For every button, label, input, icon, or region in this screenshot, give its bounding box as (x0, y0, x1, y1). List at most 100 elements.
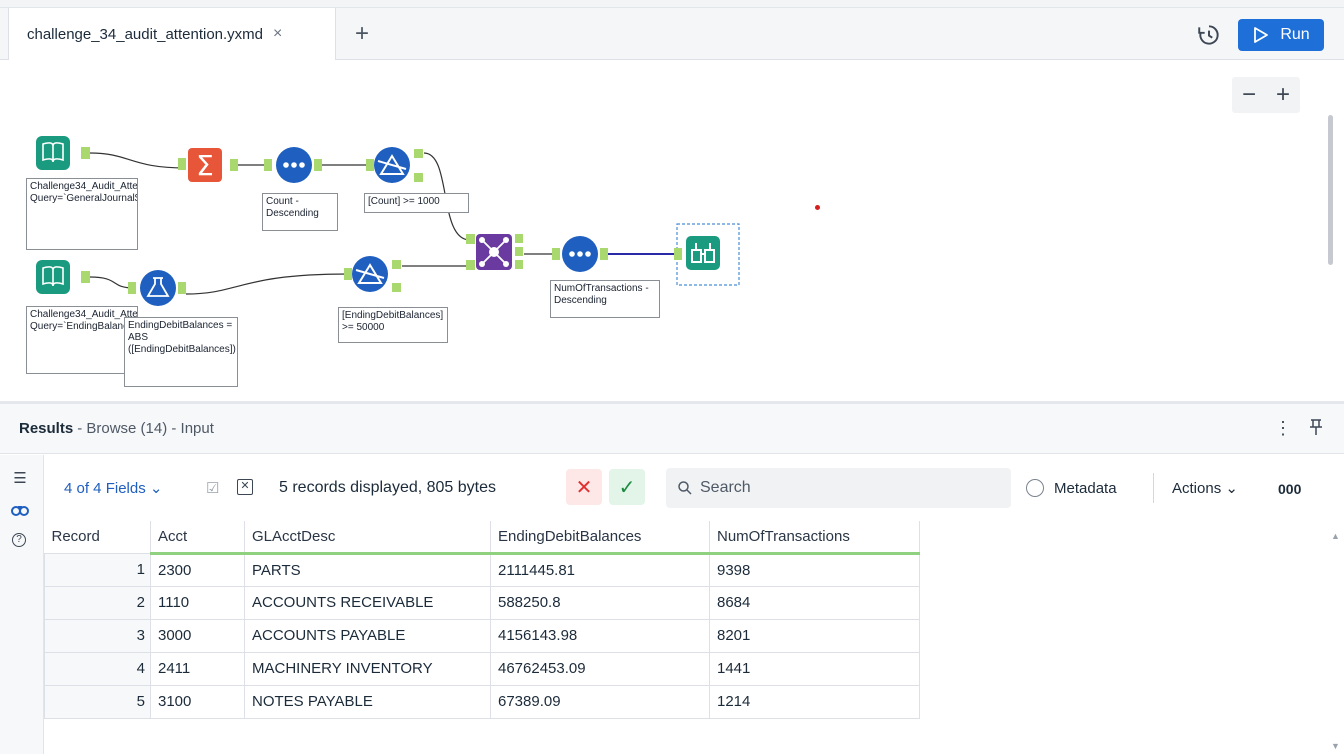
summarize-tool: Σ (178, 148, 238, 182)
endingdebitbalances-cell: 588250.8 (490, 585, 710, 620)
connection-formula-filter2 (185, 273, 349, 295)
join-tool (466, 234, 523, 270)
number-format-label[interactable]: 000 (1278, 481, 1302, 497)
add-tab-button[interactable]: + (354, 20, 369, 47)
glacctdesc-cell: PARTS (244, 552, 491, 587)
filter-tool-1 (366, 147, 423, 183)
acct-cell: 1110 (150, 585, 245, 620)
table-row[interactable]: 5 3100 NOTES PAYABLE 67389.09 1214 (44, 684, 920, 719)
help-icon[interactable]: ? (12, 533, 26, 547)
records-summary: 5 records displayed, 805 bytes (279, 479, 497, 496)
metadata-radio[interactable] (1026, 479, 1044, 497)
results-toolbar: 4 of 4 Fields ⌄ ☑ ✕ 5 records displayed,… (44, 455, 1344, 520)
chevron-down-icon: ⌄ (1225, 480, 1238, 497)
record-cell: 4 (44, 651, 151, 686)
acct-cell: 2300 (150, 552, 245, 587)
column-header-record[interactable]: Record (44, 521, 151, 554)
numoftransactions-cell: 1441 (709, 651, 920, 686)
canvas-scrollbar[interactable] (1328, 115, 1333, 265)
table-row[interactable]: 3 3000 ACCOUNTS PAYABLE 4156143.98 8201 (44, 618, 920, 653)
svg-text:Σ: Σ (196, 149, 214, 182)
table-row[interactable]: 4 2411 MACHINERY INVENTORY 46762453.09 1… (44, 651, 920, 686)
workflow-diagram: Σ (36, 136, 740, 306)
results-side-toolbar: ☰ ? (0, 455, 44, 754)
scroll-down-icon[interactable]: ▼ (1331, 741, 1340, 751)
cancel-button[interactable]: ✕ (566, 469, 602, 505)
sort-tool-1 (264, 147, 322, 183)
pin-icon[interactable] (1309, 418, 1323, 436)
deselect-x-icon[interactable]: ✕ (237, 479, 253, 495)
table-row[interactable]: 1 2300 PARTS 2111445.81 9398 (44, 552, 920, 587)
input-data-tool-2 (36, 260, 90, 294)
input2-annotation: Challenge34_Audit_Attention.xlsx Query=`… (26, 306, 138, 374)
endingdebitbalances-cell: 4156143.98 (490, 618, 710, 653)
acct-cell: 2411 (150, 651, 245, 686)
select-check-icon[interactable]: ☑ (206, 480, 220, 497)
workflow-canvas[interactable]: − + Σ (0, 60, 1344, 412)
endingdebitbalances-cell: 46762453.09 (490, 651, 710, 686)
apply-button[interactable]: ✓ (609, 469, 645, 505)
column-header-acct[interactable]: Acct (150, 521, 245, 555)
grid-scrollbar[interactable]: ▲ ▼ (1328, 521, 1344, 754)
canvas-marker (815, 205, 820, 210)
results-header: Results - Browse (14) - Input (0, 404, 1344, 454)
actions-label: Actions (1172, 480, 1222, 497)
connection-input1-summarize (89, 152, 187, 169)
record-cell: 5 (44, 684, 151, 719)
endingdebitbalances-cell: 2111445.81 (490, 552, 710, 587)
results-subtitle: - Browse (14) - Input (77, 420, 214, 437)
formula-tool (128, 270, 186, 306)
input-data-tool-1 (36, 136, 90, 170)
record-cell: 3 (44, 618, 151, 653)
run-button[interactable]: Run (1238, 19, 1324, 51)
fields-dropdown[interactable]: 4 of 4 Fields ⌄ (64, 479, 162, 497)
history-icon[interactable] (1196, 22, 1222, 48)
metadata-toggle[interactable]: Metadata (1026, 479, 1117, 497)
chevron-down-icon: ⌄ (149, 480, 163, 497)
results-panel: Results - Browse (14) - Input ⋮ ☰ ? 4 of… (0, 401, 1344, 754)
glacctdesc-cell: MACHINERY INVENTORY (244, 651, 491, 686)
zoom-in-button[interactable]: + (1275, 81, 1290, 108)
toolbar-divider (1153, 473, 1154, 503)
record-cell: 2 (44, 585, 151, 620)
tab-workflow[interactable]: challenge_34_audit_attention.yxmd × (8, 8, 336, 60)
run-label: Run (1280, 26, 1310, 43)
table-header-row: Record Acct GLAcctDesc EndingDebitBalanc… (44, 521, 920, 555)
numoftransactions-cell: 8684 (709, 585, 920, 620)
search-icon (678, 481, 692, 495)
sort2-annotation: NumOfTransactions - Descending (550, 280, 660, 318)
numoftransactions-cell: 1214 (709, 684, 920, 719)
close-icon[interactable]: × (273, 25, 283, 42)
numoftransactions-cell: 9398 (709, 552, 920, 587)
results-title: Results (19, 420, 74, 437)
more-options-icon[interactable]: ⋮ (1274, 418, 1292, 438)
zoom-controls: − + (1232, 77, 1300, 113)
record-cell: 1 (44, 552, 151, 587)
glacctdesc-cell: NOTES PAYABLE (244, 684, 491, 719)
tab-bar: challenge_34_audit_attention.yxmd × + Ru… (0, 8, 1344, 60)
table-row[interactable]: 2 1110 ACCOUNTS RECEIVABLE 588250.8 8684 (44, 585, 920, 620)
browse-tool (674, 223, 740, 286)
column-header-numoftransactions[interactable]: NumOfTransactions (709, 521, 920, 555)
input1-annotation: Challenge34_Audit_Attention.xlsx Query=`… (26, 178, 138, 250)
zoom-out-button[interactable]: − (1241, 81, 1256, 108)
actions-dropdown[interactable]: Actions ⌄ (1172, 479, 1238, 497)
column-header-endingdebitbalances[interactable]: EndingDebitBalances (490, 521, 710, 555)
filter-tool-2 (344, 256, 401, 292)
binoculars-icon[interactable] (10, 499, 30, 519)
search-box (666, 468, 1011, 508)
glacctdesc-cell: ACCOUNTS PAYABLE (244, 618, 491, 653)
filter1-annotation: [Count] >= 1000 (364, 193, 469, 213)
search-input[interactable] (700, 479, 990, 497)
numoftransactions-cell: 8201 (709, 618, 920, 653)
acct-cell: 3100 (150, 684, 245, 719)
column-header-glacctdesc[interactable]: GLAcctDesc (244, 521, 491, 555)
acct-cell: 3000 (150, 618, 245, 653)
list-icon[interactable]: ☰ (13, 470, 27, 487)
endingdebitbalances-cell: 67389.09 (490, 684, 710, 719)
glacctdesc-cell: ACCOUNTS RECEIVABLE (244, 585, 491, 620)
formula-annotation: EndingDebitBalances = ABS ([EndingDebitB… (124, 317, 238, 387)
scroll-up-icon[interactable]: ▲ (1331, 531, 1340, 541)
filter2-annotation: [EndingDebitBalances] >= 50000 (338, 307, 448, 343)
